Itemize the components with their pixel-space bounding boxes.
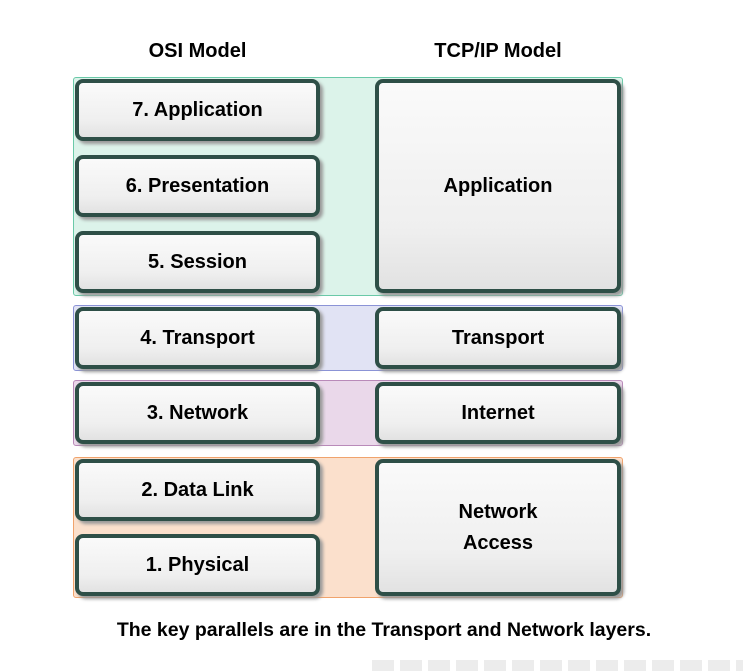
osi-layer-presentation: 6. Presentation [75,155,320,217]
footer-watermark [372,660,743,671]
osi-layer-application: 7. Application [75,79,320,141]
tcpip-layer-network-access: Network Access [375,459,621,596]
osi-layer-transport: 4. Transport [75,307,320,369]
caption: The key parallels are in the Transport a… [116,619,652,641]
osi-layer-data-link: 2. Data Link [75,459,320,521]
osi-layer-physical: 1. Physical [75,534,320,596]
tcpip-layer-internet: Internet [375,382,621,444]
osi-heading: OSI Model [148,40,247,62]
osi-layer-network: 3. Network [75,382,320,444]
tcpip-layer-application: Application [375,79,621,293]
osi-layer-session: 5. Session [75,231,320,293]
tcpip-heading: TCP/IP Model [434,40,562,62]
network-access-line-2: Access [462,531,534,554]
tcpip-layer-transport: Transport [375,307,621,369]
network-access-line-1: Network [458,500,538,523]
